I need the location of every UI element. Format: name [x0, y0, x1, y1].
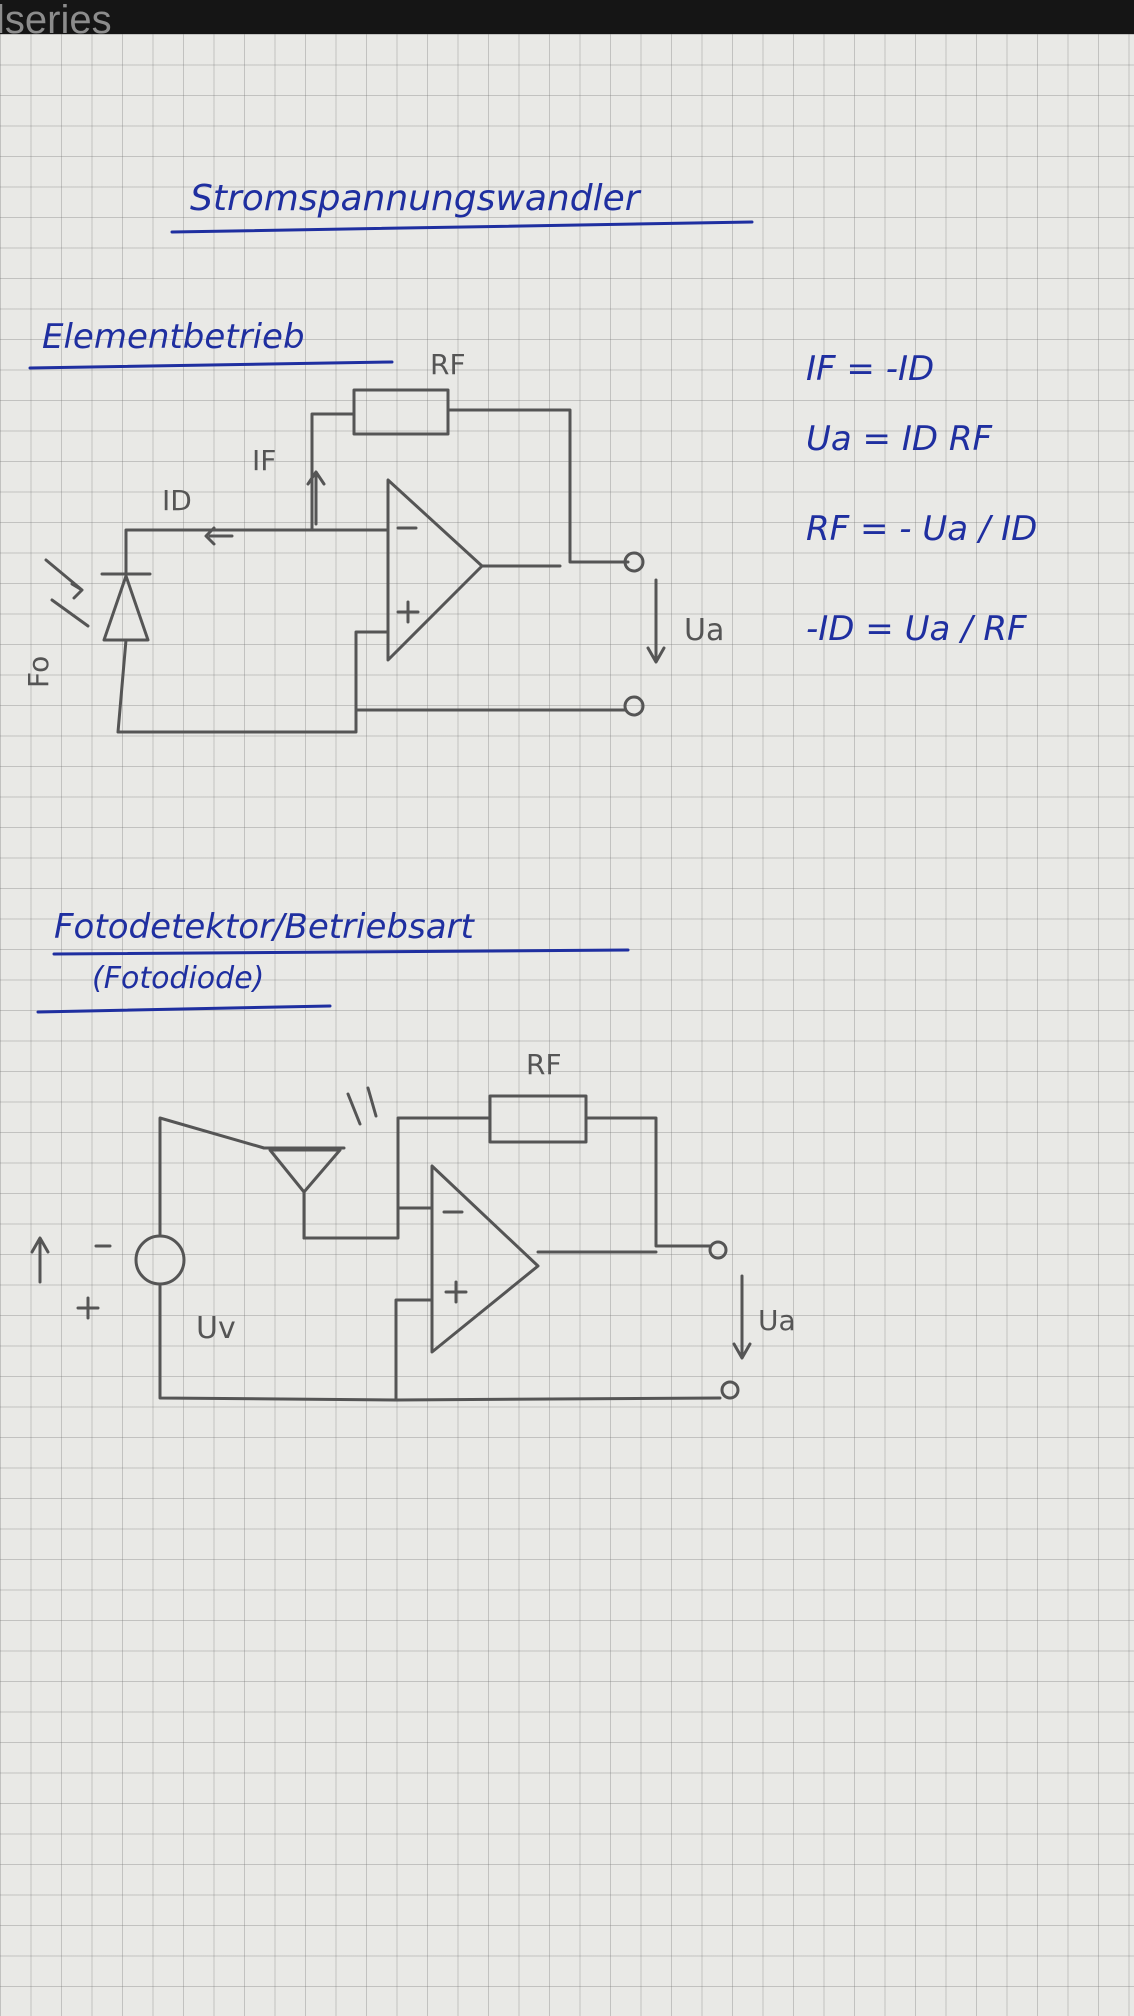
output-terminal-bottom: [623, 695, 645, 717]
plus-input-wire-2: [394, 1298, 434, 1402]
input-node-wire: [310, 412, 390, 532]
voltage-source: [134, 1234, 186, 1286]
output-terminal-top: [623, 551, 645, 573]
bottom-wire-2: [158, 1282, 722, 1402]
label-if: IF: [252, 444, 276, 477]
light-arrows-2: [346, 1086, 378, 1126]
label-rf-2: RF: [526, 1048, 562, 1081]
plus-input-wire: [354, 630, 627, 712]
photodetector-circuit: RF Uv Ua: [30, 1048, 796, 1402]
section1-underline: [28, 360, 394, 370]
diode-top-wire: [124, 528, 314, 576]
photodiode-1: [100, 572, 152, 642]
label-uv: Uv: [196, 1311, 236, 1346]
opamp-2-plus: [444, 1280, 468, 1304]
source-polarity: [76, 1244, 112, 1320]
photodiode-2: [262, 1146, 346, 1240]
output-terminal-bottom-2: [720, 1380, 740, 1400]
label-fo: Fo: [22, 656, 55, 688]
section2-underline: [52, 948, 630, 956]
feedback-resistor-2: [488, 1094, 588, 1144]
page-title: Stromspannungswandler: [190, 178, 642, 219]
id-arrow: [204, 526, 234, 546]
input-wire-2: [396, 1116, 492, 1210]
feedback-wire: [446, 408, 630, 564]
diode-bottom-wire: [116, 638, 358, 734]
opamp-1: [386, 478, 484, 662]
opamp-2: [430, 1164, 540, 1354]
section2-heading: Fotodetektor/Betriebsart: [54, 907, 476, 947]
label-ua-1: Ua: [684, 613, 724, 648]
ua-arrow-1: [646, 578, 666, 664]
label-id: ID: [162, 484, 192, 517]
title-underline: [170, 220, 754, 234]
uv-arrow: [30, 1236, 50, 1284]
output-terminal-top-2: [708, 1240, 728, 1260]
diode-top-wire-2: [158, 1116, 266, 1236]
feedback-wire-2: [584, 1116, 712, 1248]
opamp-1-plus: [396, 600, 420, 624]
label-rf-1: RF: [430, 348, 466, 381]
label-ua-2: Ua: [758, 1304, 796, 1337]
if-arrow: [306, 470, 326, 526]
light-arrows-1: [44, 558, 90, 628]
section2-sub-underline: [36, 1004, 332, 1014]
formula-4: -ID = Ua / RF: [806, 609, 1027, 649]
section1-heading: Elementbetrieb: [42, 317, 305, 357]
feedback-resistor: [352, 388, 450, 436]
formula-2: Ua = ID RF: [806, 419, 992, 459]
formulas: IF = -ID Ua = ID RF RF = - Ua / ID -ID =…: [806, 349, 1037, 649]
formula-1: IF = -ID: [806, 349, 934, 389]
element-mode-circuit: RF IF ID Fo Ua: [22, 348, 724, 734]
formula-3: RF = - Ua / ID: [806, 509, 1037, 549]
section2-subheading: (Fotodiode): [92, 961, 264, 996]
diode-output-wire: [302, 1206, 434, 1240]
ua-arrow-2: [732, 1274, 752, 1360]
